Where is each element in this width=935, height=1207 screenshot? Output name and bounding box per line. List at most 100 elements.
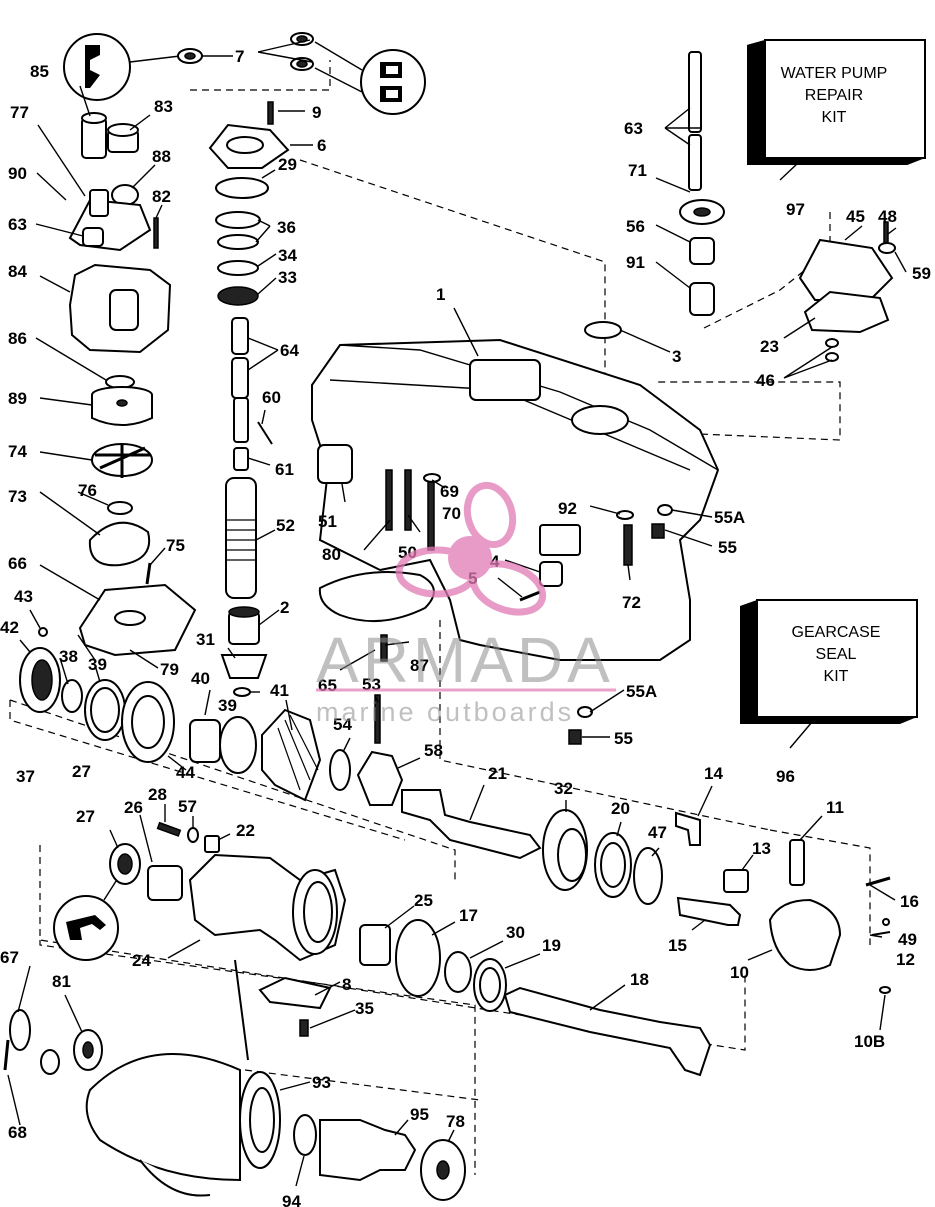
callout-90: 90: [8, 164, 27, 183]
callout-32: 32: [554, 779, 573, 798]
callout-68: 68: [8, 1123, 27, 1142]
callout-42: 42: [0, 618, 19, 637]
callout-17: 17: [459, 906, 478, 925]
callout-78: 78: [446, 1112, 465, 1131]
callout-35: 35: [355, 999, 374, 1018]
gearcase-kit-line2: SEAL: [816, 646, 857, 663]
callout-13: 13: [752, 839, 771, 858]
callout-71: 71: [628, 161, 647, 180]
callout-55a-lower: 55A: [626, 682, 657, 701]
callout-97: 97: [786, 200, 805, 219]
callout-26: 26: [124, 798, 143, 817]
callout-44: 44: [176, 763, 195, 782]
callout-22: 22: [236, 821, 255, 840]
gearcase-housing: [311, 321, 720, 745]
callout-19: 19: [542, 936, 561, 955]
callout-61: 61: [275, 460, 294, 479]
callout-52: 52: [276, 516, 295, 535]
callout-73: 73: [8, 487, 27, 506]
callout-94: 94: [282, 1192, 301, 1207]
callout-30: 30: [506, 923, 525, 942]
callout-38: 38: [59, 647, 78, 666]
callout-6: 6: [317, 136, 326, 155]
callout-79: 79: [160, 660, 179, 679]
callout-7: 7: [235, 47, 244, 66]
leader-lines: [7, 39, 907, 1187]
callout-10b: 10B: [854, 1032, 885, 1051]
callout-84: 84: [8, 262, 27, 281]
callout-88: 88: [152, 147, 171, 166]
callout-39-left: 39: [88, 655, 107, 674]
callout-45: 45: [846, 207, 865, 226]
water-pump-kit-line2: REPAIR: [805, 87, 863, 104]
callout-24: 24: [132, 951, 151, 970]
armada-watermark: ARMADA marine outboards: [316, 481, 616, 727]
callout-55a-upper: 55A: [714, 508, 745, 527]
gearcase-kit-line1: GEARCASE: [792, 624, 881, 641]
watermark-brand: ARMADA: [316, 624, 614, 696]
water-pump-repair-kit-box: WATER PUMP REPAIR KIT: [747, 39, 926, 165]
callout-55-upper: 55: [718, 538, 737, 557]
callout-36: 36: [277, 218, 296, 237]
propeller-row: [3, 959, 466, 1201]
callout-20: 20: [611, 799, 630, 818]
callout-66: 66: [8, 554, 27, 573]
callout-27-lower: 27: [76, 807, 95, 826]
propshaft-gear-train: [19, 647, 891, 994]
callout-46: 46: [756, 371, 775, 390]
callout-60: 60: [262, 388, 281, 407]
gearcase-seal-kit-box: GEARCASE SEAL KIT: [740, 599, 918, 724]
callout-11: 11: [826, 798, 844, 817]
callout-41: 41: [270, 681, 289, 700]
shift-rod-parts: [679, 51, 896, 362]
callout-15: 15: [668, 936, 687, 955]
callout-72: 72: [622, 593, 641, 612]
callout-64: 64: [280, 341, 299, 360]
callout-59: 59: [912, 264, 931, 283]
callout-23: 23: [760, 337, 779, 356]
callout-2: 2: [280, 598, 289, 617]
callout-87: 87: [410, 656, 429, 675]
gearcase-kit-line3: KIT: [824, 668, 849, 685]
callout-9: 9: [312, 103, 321, 122]
callout-47: 47: [648, 823, 667, 842]
callout-12: 12: [896, 950, 915, 969]
callout-8: 8: [342, 975, 351, 994]
water-pump-kit-line1: WATER PUMP: [781, 65, 888, 82]
callout-96: 96: [776, 767, 795, 786]
callout-82: 82: [152, 187, 171, 206]
detail-circle-seal-orientation: [63, 33, 181, 101]
water-pump-assembly: [38, 32, 314, 661]
callout-16: 16: [900, 892, 919, 911]
callout-49: 49: [898, 930, 917, 949]
callout-81: 81: [52, 972, 71, 991]
callout-10: 10: [730, 963, 749, 982]
detail-circle-seal-pair: [314, 41, 426, 115]
callout-40: 40: [191, 669, 210, 688]
callout-25: 25: [414, 891, 433, 910]
callout-91: 91: [626, 253, 645, 272]
callout-34: 34: [278, 246, 297, 265]
bearing-housing-row: [109, 843, 712, 1077]
callout-93: 93: [312, 1073, 331, 1092]
callout-33: 33: [278, 268, 297, 287]
detail-circle-seal-lower: [53, 877, 119, 961]
callout-37: 37: [16, 767, 35, 786]
callout-54: 54: [333, 715, 352, 734]
callout-92: 92: [558, 499, 577, 518]
callout-77: 77: [10, 103, 29, 122]
callout-67: 67: [0, 948, 19, 967]
callout-83: 83: [154, 97, 173, 116]
callout-3: 3: [672, 347, 681, 366]
callout-27-upper: 27: [72, 762, 91, 781]
callout-86: 86: [8, 329, 27, 348]
callout-48: 48: [878, 207, 897, 226]
callout-63-right: 63: [624, 119, 643, 138]
callout-57: 57: [178, 797, 197, 816]
callout-89: 89: [8, 389, 27, 408]
callout-14: 14: [704, 764, 723, 783]
callout-28: 28: [148, 785, 167, 804]
watermark-tagline: marine outboards: [316, 697, 574, 727]
callout-70: 70: [442, 504, 461, 523]
callout-85: 85: [30, 62, 49, 81]
